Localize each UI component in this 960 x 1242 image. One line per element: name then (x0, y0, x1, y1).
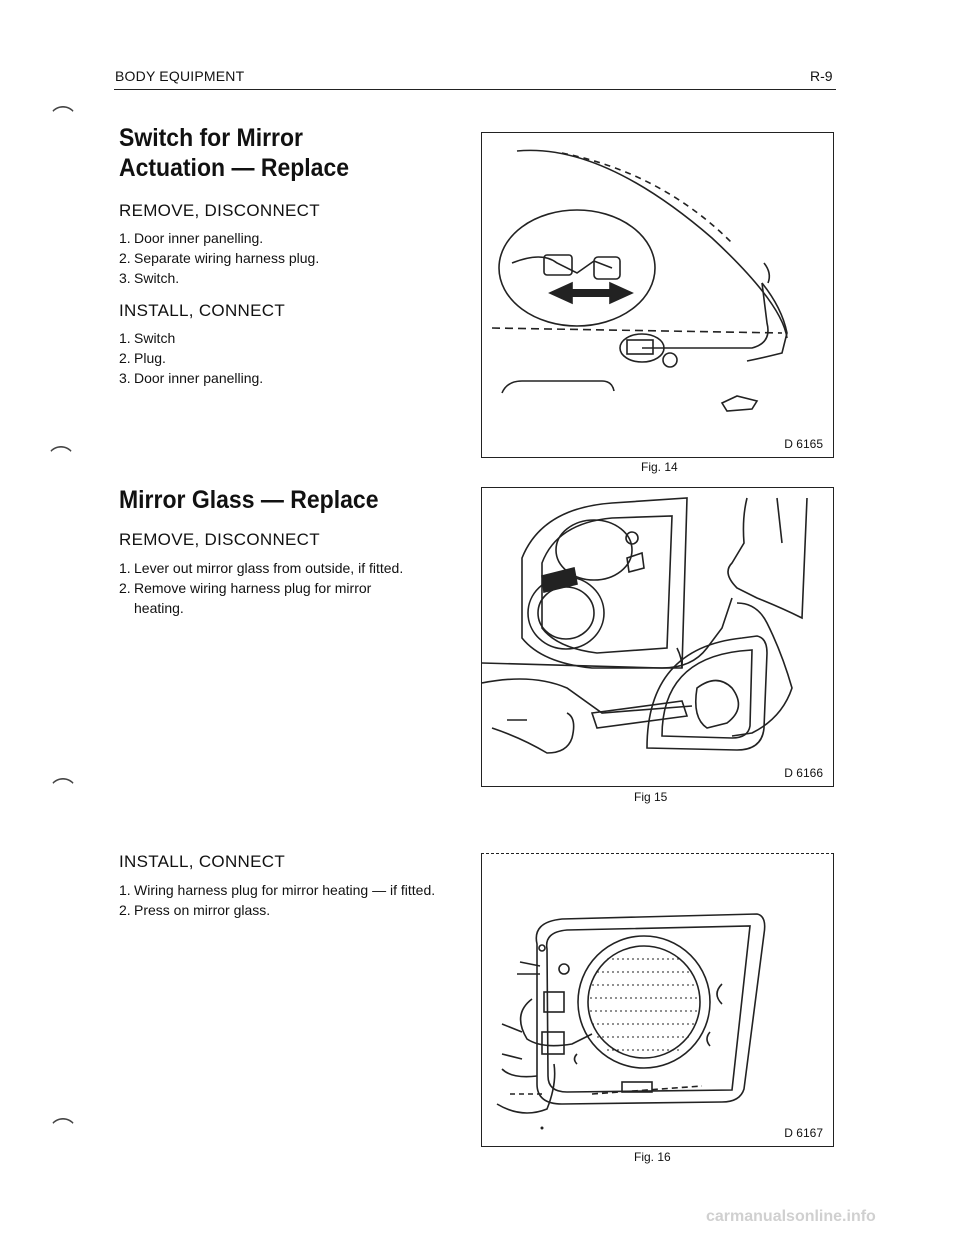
step-item: 2.Separate wiring harness plug. (119, 248, 319, 268)
step-number: 2. (119, 250, 131, 266)
step-text: Switch (134, 330, 176, 346)
step-item: 1.Switch (119, 328, 263, 348)
figure-code: D 6167 (784, 1126, 823, 1140)
step-text: Plug. (134, 350, 166, 366)
step-text: Wiring harness plug for mirror heating —… (134, 882, 436, 898)
figure-16: D 6167 (481, 853, 834, 1147)
step-item: 1.Wiring harness plug for mirror heating… (119, 880, 439, 900)
section-title-switch: Switch for Mirror Actuation — Replace (119, 123, 349, 183)
figure-14: D 6165 (481, 132, 834, 458)
step-text: Press on mirror glass. (134, 902, 271, 918)
step-number: 1. (119, 882, 131, 898)
step-text: Remove wiring harness plug for mirror he… (134, 580, 372, 616)
step-number: 1. (119, 230, 131, 246)
step-item: 3.Switch. (119, 268, 319, 288)
step-number: 2. (119, 350, 131, 366)
install-steps: 1.Wiring harness plug for mirror heating… (119, 880, 439, 920)
step-number: 3. (119, 370, 131, 386)
step-number: 1. (119, 330, 131, 346)
install-steps: 1.Switch 2.Plug. 3.Door inner panelling. (119, 328, 263, 388)
figure-15: D 6166 (481, 487, 834, 787)
running-header: BODY EQUIPMENT (115, 68, 245, 84)
step-text: Door inner panelling. (134, 230, 264, 246)
figure-code: D 6165 (784, 437, 823, 451)
remove-heading: REMOVE, DISCONNECT (119, 201, 320, 220)
section-title-mirror-glass: Mirror Glass — Replace (119, 486, 379, 514)
mirror-glass-removal-diagram-icon (482, 497, 808, 754)
step-number: 3. (119, 270, 131, 286)
header-rule (114, 89, 836, 90)
title-line: Switch for Mirror (119, 124, 304, 152)
step-text: Switch. (134, 270, 180, 286)
step-item: 3.Door inner panelling. (119, 368, 263, 388)
step-text: Lever out mirror glass from outside, if … (134, 560, 404, 576)
step-item: 2.Press on mirror glass. (119, 900, 439, 920)
mirror-glass-back-diagram-icon (496, 913, 766, 1130)
step-item: 1.Door inner panelling. (119, 228, 319, 248)
binding-mark: ⌒ (52, 1117, 75, 1142)
binding-mark: ⌒ (52, 777, 75, 802)
step-text: Separate wiring harness plug. (134, 250, 320, 266)
figure-caption: Fig. 16 (634, 1150, 671, 1164)
step-item: 2.Plug. (119, 348, 263, 368)
step-number: 2. (119, 580, 131, 596)
figure-code: D 6166 (784, 766, 823, 780)
watermark: carmanualsonline.info (706, 1208, 876, 1225)
figure-caption: Fig. 14 (641, 460, 678, 474)
figure-caption: Fig 15 (634, 790, 668, 804)
step-item: 2.Remove wiring harness plug for mirror … (119, 578, 419, 618)
remove-steps: 1.Door inner panelling. 2.Separate wirin… (119, 228, 319, 288)
door-switch-diagram-icon (491, 149, 788, 412)
page-number: R-9 (810, 68, 833, 84)
step-text: Door inner panelling. (134, 370, 264, 386)
install-heading: INSTALL, CONNECT (119, 852, 286, 871)
step-item: 1.Lever out mirror glass from outside, i… (119, 558, 419, 578)
step-number: 2. (119, 902, 131, 918)
binding-mark: ⌒ (52, 105, 75, 130)
binding-mark: ⌒ (50, 445, 73, 470)
install-heading: INSTALL, CONNECT (119, 301, 286, 320)
step-number: 1. (119, 560, 131, 576)
remove-steps: 1.Lever out mirror glass from outside, i… (119, 558, 419, 618)
title-line: Actuation — Replace (119, 154, 350, 182)
remove-heading: REMOVE, DISCONNECT (119, 530, 320, 549)
